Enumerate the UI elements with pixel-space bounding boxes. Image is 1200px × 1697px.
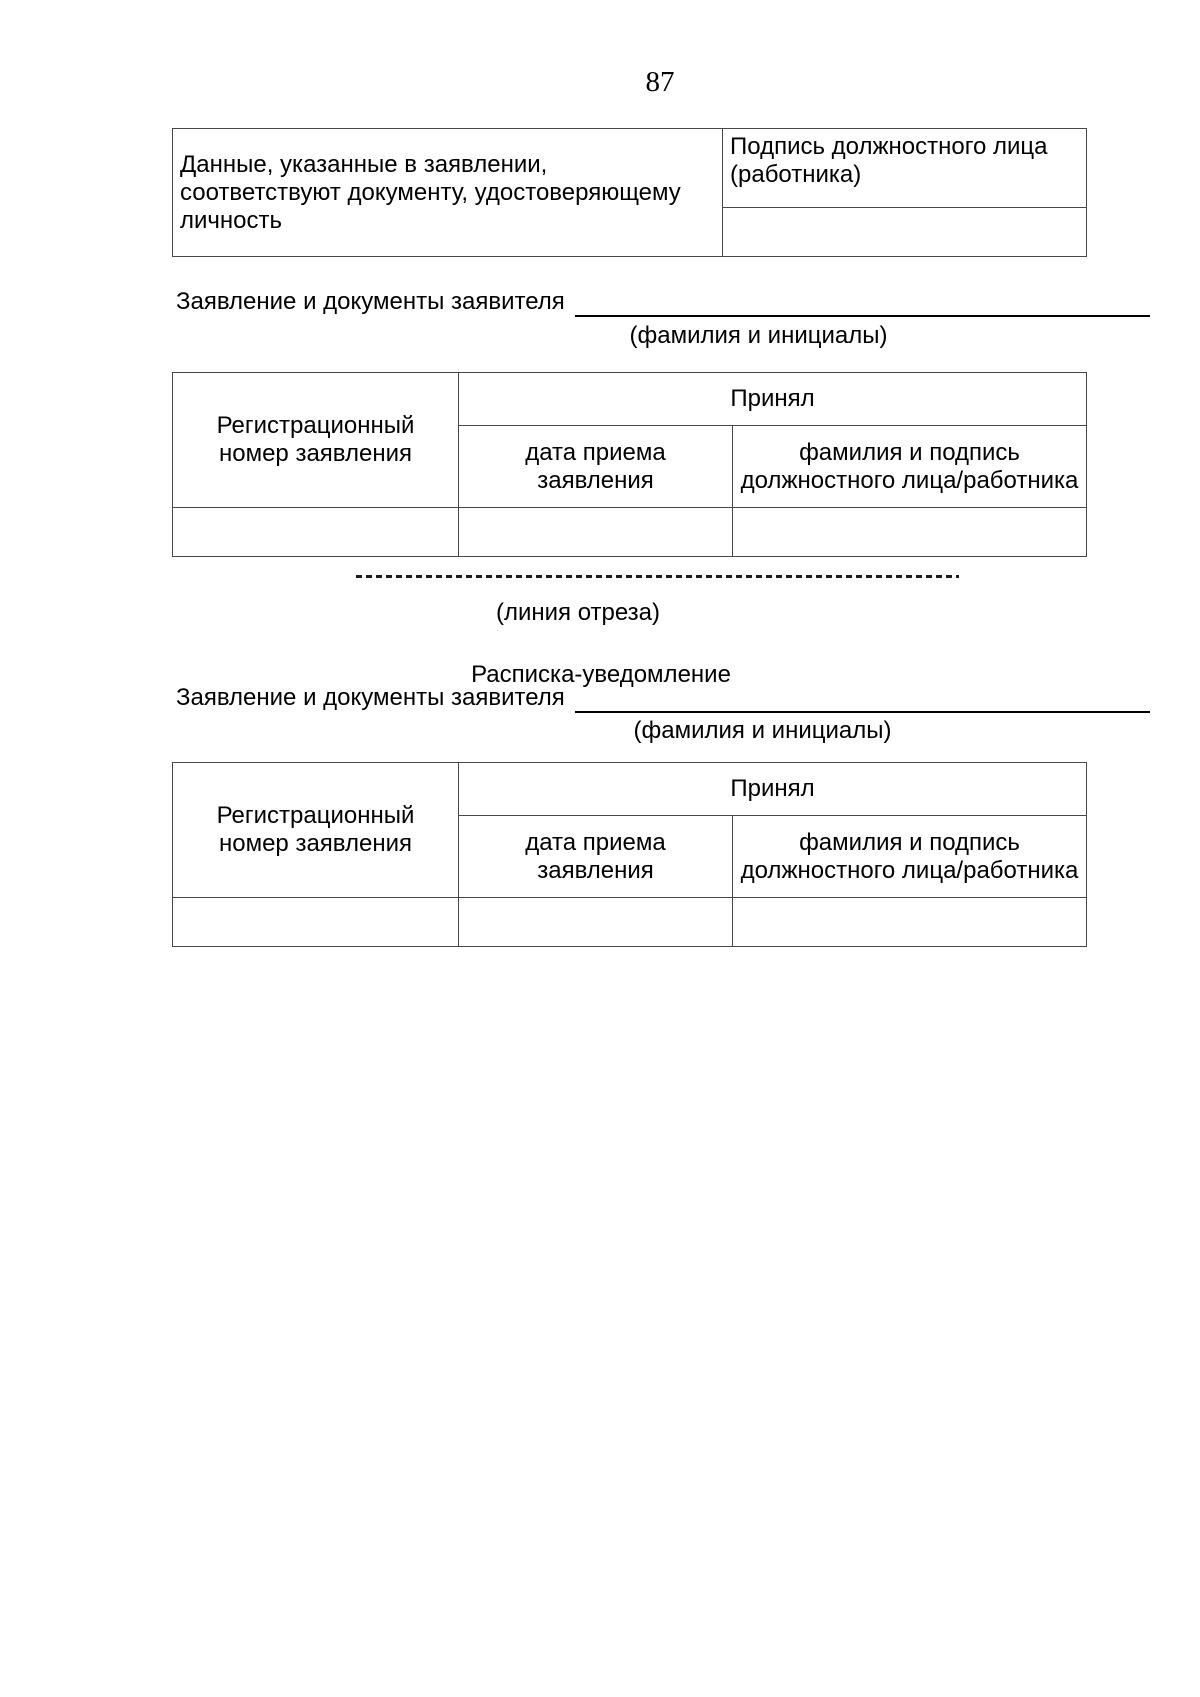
applicant-documents-line: Заявление и документы заявителя — [176, 684, 1150, 713]
verification-table: Данные, указанные в заявлении, соответст… — [172, 128, 1087, 257]
registration-number-blank-cell — [172, 507, 459, 557]
cut-dashed-line — [356, 575, 959, 578]
table-row — [172, 507, 1088, 557]
cut-line-caption: (линия отреза) — [495, 599, 661, 626]
page-number: 87 — [645, 66, 675, 98]
acceptance-date-header: дата приема заявления — [525, 828, 666, 884]
acceptance-date-header-cell: дата приема заявления — [458, 815, 733, 898]
applicant-name-blank — [574, 684, 1150, 713]
table-row: Регистрационный номер заявления Принял — [172, 372, 1088, 508]
acceptance-date-blank-cell — [458, 507, 733, 557]
registration-number-header: Регистрационный номер заявления — [216, 412, 415, 467]
table-row — [172, 897, 1088, 947]
verification-statement-cell: Данные, указанные в заявлении, соответст… — [172, 128, 723, 257]
official-name-signature-header-cell: фамилия и подпись должностного лица/рабо… — [731, 425, 1088, 508]
verification-statement: Данные, указанные в заявлении, соответст… — [180, 150, 681, 234]
accepted-header-cell: Принял — [457, 372, 1088, 426]
registration-number-header-cell: Регистрационный номер заявления — [172, 372, 459, 508]
table-row — [173, 207, 1087, 257]
official-name-signature-header-cell: фамилия и подпись должностного лица/рабо… — [731, 815, 1088, 898]
acceptance-date-header-cell: дата приема заявления — [458, 425, 733, 508]
acceptance-date-header: дата приема заявления — [525, 438, 666, 494]
applicant-documents-line: Заявление и документы заявителя — [176, 288, 1150, 317]
name-initials-caption: (фамилия и инициалы) — [633, 717, 892, 744]
table-row: дата приема заявления фамилия и подпись … — [173, 815, 1088, 898]
name-initials-caption: (фамилия и инициалы) — [629, 322, 888, 349]
applicant-documents-label: Заявление и документы заявителя — [176, 684, 565, 711]
table-row: Данные, указанные в заявлении, соответст… — [172, 128, 1087, 257]
applicant-documents-label: Заявление и документы заявителя — [176, 288, 565, 315]
registration-table: Регистрационный номер заявления Принял д… — [172, 762, 1088, 947]
registration-number-header-cell: Регистрационный номер заявления — [172, 762, 459, 898]
registration-table: Регистрационный номер заявления Принял д… — [172, 372, 1088, 557]
official-name-signature-blank-cell — [731, 897, 1088, 947]
registration-number-blank-cell — [172, 897, 459, 947]
acceptance-date-blank-cell — [458, 897, 733, 947]
registration-number-header: Регистрационный номер заявления — [216, 802, 415, 857]
accepted-header-cell: Принял — [457, 762, 1088, 816]
official-signature-header-cell: Подпись должностного лица (работника) — [722, 128, 1087, 208]
receipt-notification-title: Расписка-уведомление — [471, 661, 731, 688]
official-name-signature-blank-cell — [731, 507, 1088, 557]
table-row: Регистрационный номер заявления Принял — [172, 762, 1088, 898]
applicant-name-blank — [574, 288, 1150, 317]
official-signature-blank-cell — [722, 207, 1087, 257]
